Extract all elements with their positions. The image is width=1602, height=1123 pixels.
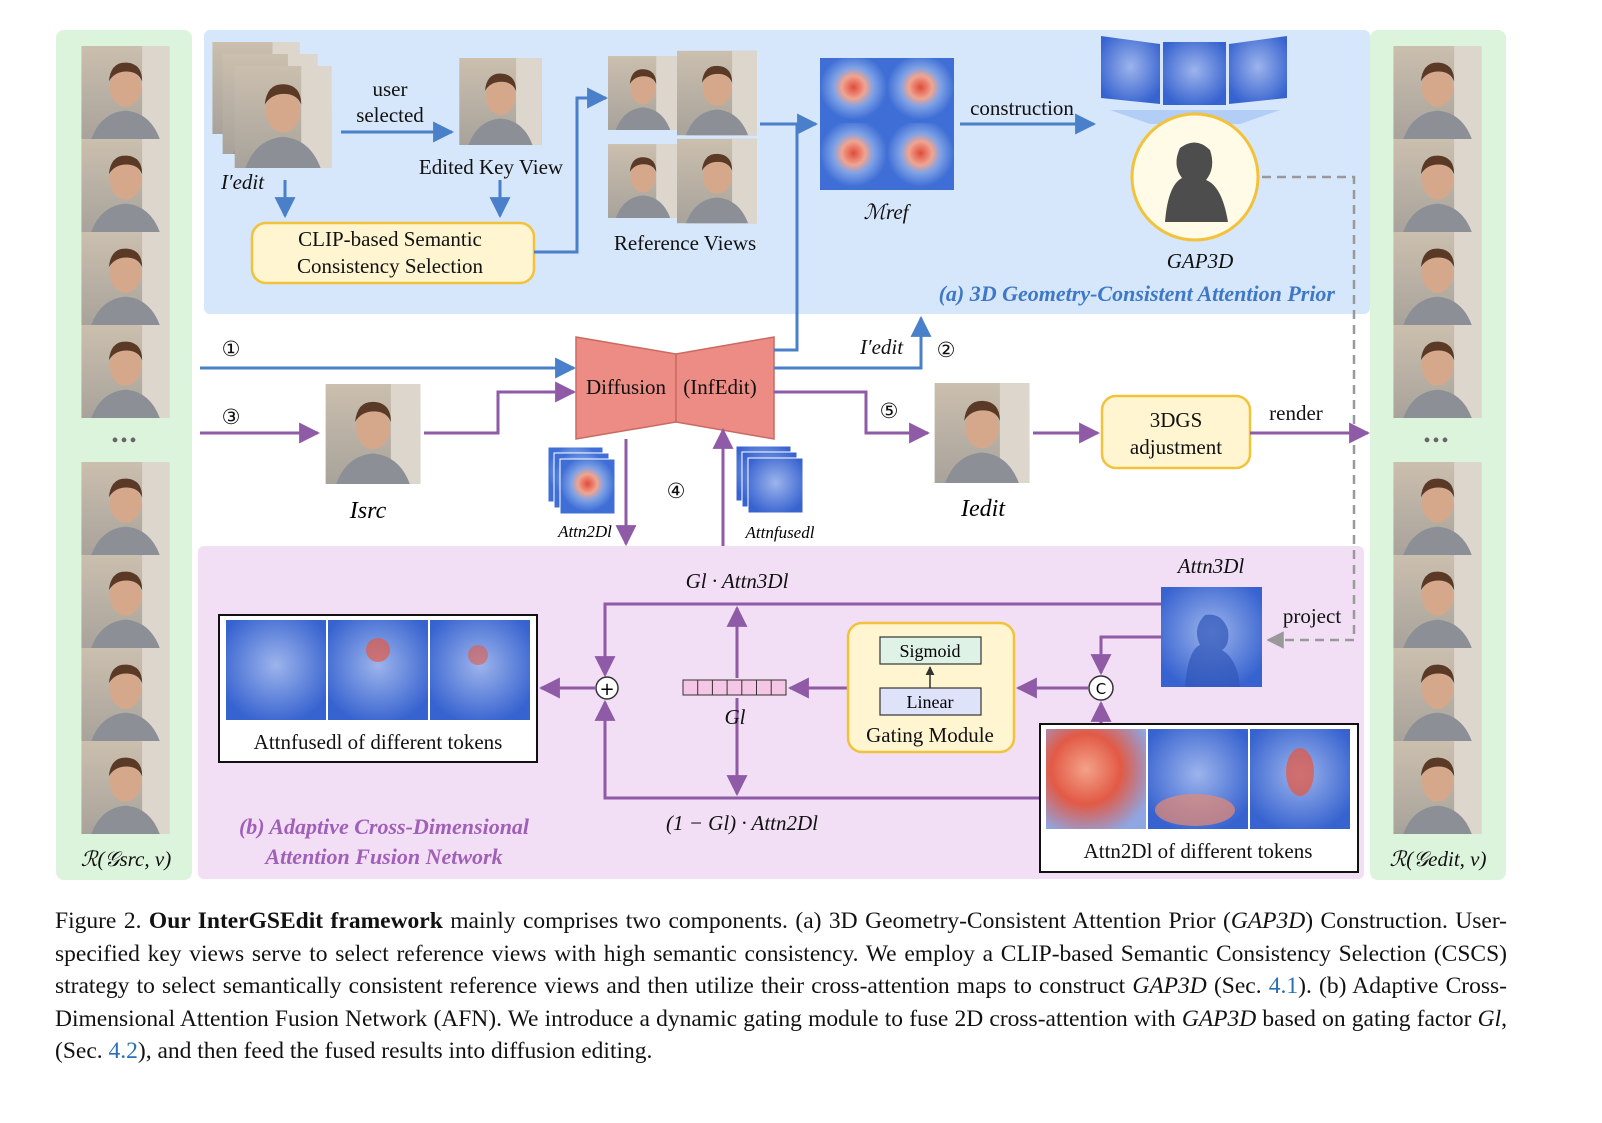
fused-tokens-label: Attnfusedl of different tokens [254,730,503,754]
i-edit-prime-label-2: I′edit [859,335,904,359]
cscs-label-1: CLIP-based Semantic [298,227,482,251]
caption-bold: Our InterGSEdit framework [148,908,443,934]
figure-caption: Figure 2. Our InterGSEdit framework main… [55,905,1507,1068]
caption-t3: (Sec. [1206,973,1269,999]
attn2d-small-label: Attn2Dl [557,522,612,541]
project-label: project [1283,604,1341,628]
gap3d-point-cloud [1165,142,1228,222]
caption-ref-4-2[interactable]: 4.2 [108,1038,138,1064]
m-ref-label: ℳref [863,200,911,224]
step-4: ④ [667,479,686,503]
panel-b-title-2: Attention Fusion Network [263,844,502,869]
i-src-image [325,384,421,484]
caption-t7: ), and then feed the fused results into … [137,1038,653,1064]
render-label: render [1269,401,1323,425]
sum-symbol: + [599,679,614,700]
gl-label: Gl [725,705,746,729]
concat-symbol: C [1096,680,1106,698]
caption-ref-4-1[interactable]: 4.1 [1268,973,1299,999]
caption-gl: Gl [1477,1005,1502,1032]
caption-t4: ). (b) Adaptive Cross-Dimensional Attent… [55,973,1507,1032]
step-5: ⑤ [880,399,899,423]
panel-b-title-1: (b) Adaptive Cross-Dimensional [239,814,530,839]
linear-label: Linear [907,692,954,712]
caption-gap-2: GAP3D [1132,973,1207,999]
caption-gap-3: GAP3D [1181,1005,1257,1032]
attn2d-tokens-label: Attn2Dl of different tokens [1084,839,1313,863]
caption-t2: ) Construction. User-specified key views… [55,908,1508,999]
user-selected-label-2: selected [356,103,424,127]
caption-t1: mainly comprises two components. (a) 3D … [442,908,1231,934]
infedit-label: (InfEdit) [683,375,756,399]
gating-factor-vector [682,679,787,696]
attn-fused-small-label: Attnfusedl [745,523,815,542]
source-dots: ••• [111,430,138,452]
diffusion-label: Diffusion [586,375,667,399]
edited-dots: ••• [1423,430,1450,452]
gap3d-label: GAP3D [1167,249,1234,273]
user-selected-label-1: user [373,77,408,101]
cscs-label-2: Consistency Selection [297,254,484,278]
render-edited-label: ℛ(𝒢edit, v) [1389,847,1486,871]
one-minus-gl-label: (1 − Gl) · Attn2Dl [666,811,818,835]
i-edit-label: Iedit [960,496,1006,522]
sigmoid-box [879,636,982,665]
caption-fig-no: Figure 2. [55,908,142,934]
attn2d-small-stack [547,446,616,515]
edited-key-view-label: Edited Key View [419,155,564,179]
step-1: ① [222,337,241,361]
sigmoid-label: Sigmoid [899,641,960,661]
caption-t5: based on gating factor [1256,1005,1478,1032]
3dgs-label-1: 3DGS [1150,408,1203,432]
reference-views-label: Reference Views [614,231,756,255]
fused-token-maps [226,620,530,720]
diffusion-decoder [675,336,775,440]
step-3: ③ [222,405,241,429]
caption-gap-1: GAP3D [1230,908,1306,934]
caption-t6: , (Sec. [55,1005,1507,1065]
panel-a-title: (a) 3D Geometry-Consistent Attention Pri… [939,281,1336,306]
m-ref-attention-maps [820,58,954,190]
3dgs-label-2: adjustment [1130,435,1222,459]
concat-node [1088,675,1114,701]
render-source-label: ℛ(𝒢src, v) [81,847,171,871]
gap3d-views [1101,36,1287,124]
step-2: ② [937,338,956,362]
attn-fused-small-stack [735,445,804,514]
construction-label: construction [970,96,1074,120]
attn3d-label: Attn3Dl [1176,554,1245,578]
attn2d-token-maps [1046,729,1350,829]
i-edit-image [934,383,1030,483]
edited-image-stack [212,42,332,168]
linear-box [879,687,982,716]
i-edit-prime-label: I′edit [220,170,265,194]
gating-module-label: Gating Module [866,723,994,747]
edited-key-view-image [459,58,542,145]
gl-attn3d-label: Gl · Attn3Dl [686,569,789,593]
framework-diagram: ••• ••• ℛ(𝒢src, v) ℛ(𝒢edit, v) I′edit us… [56,30,1506,880]
i-src-label: Isrc [349,498,387,524]
